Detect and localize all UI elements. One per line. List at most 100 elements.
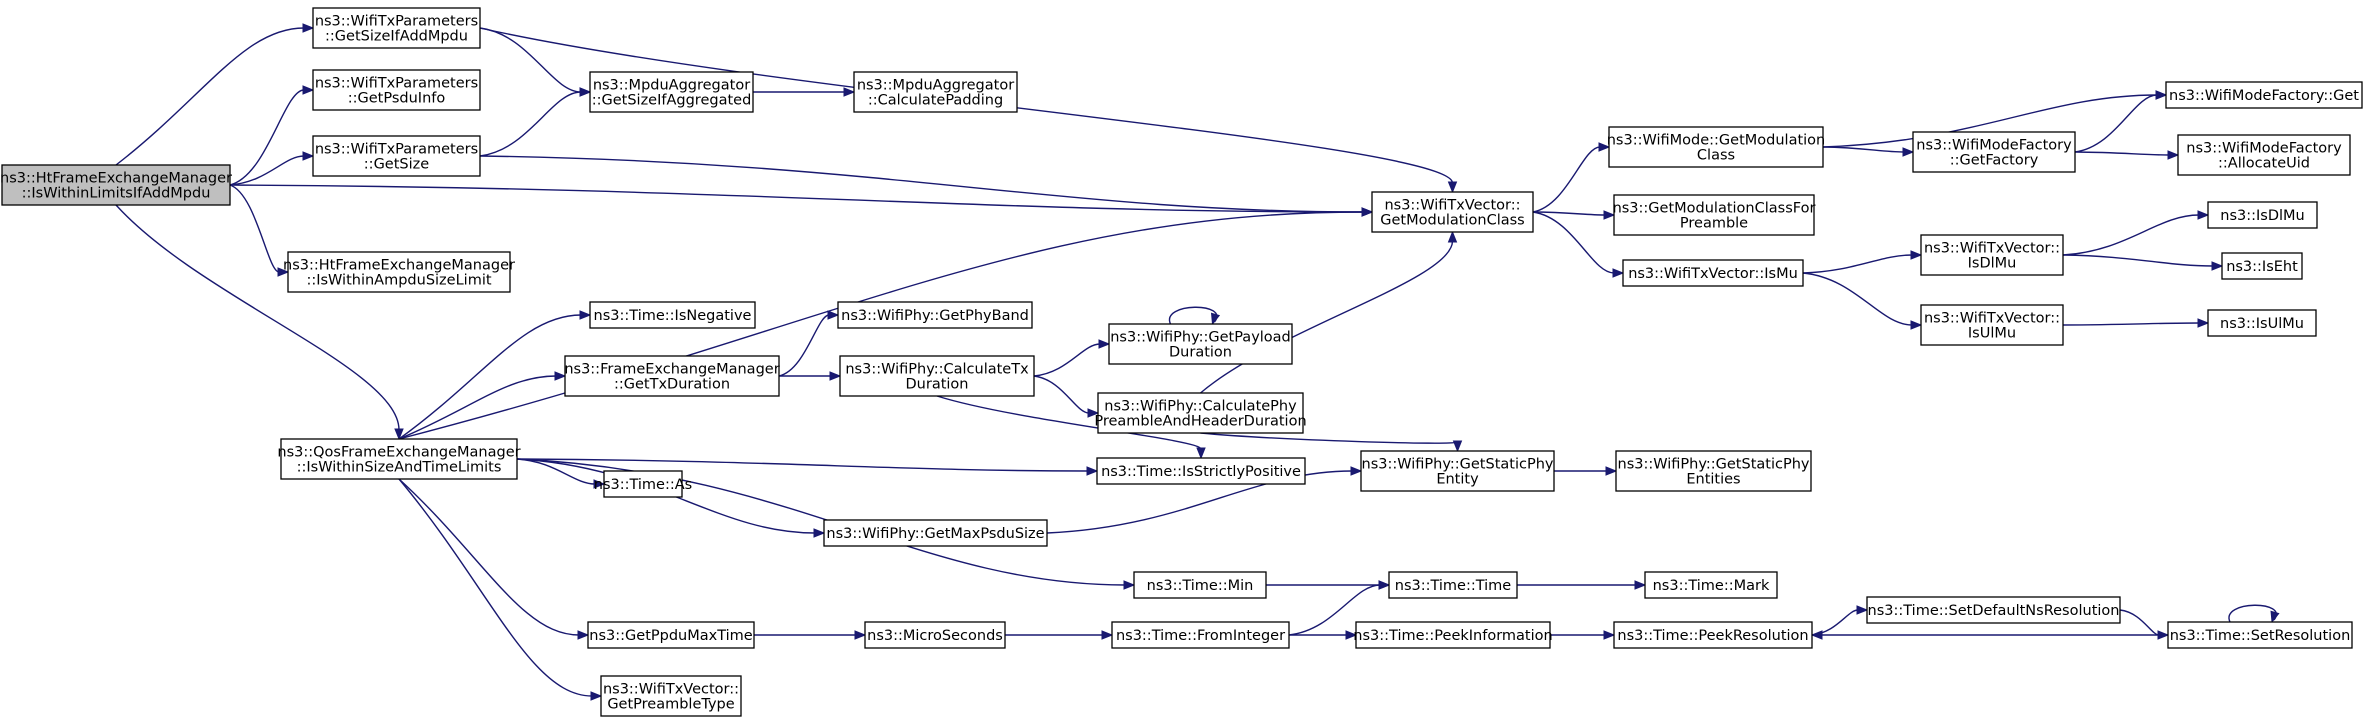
node-box [864,621,1006,649]
node-preamble[interactable]: ns3::WifiTxVector::GetPreambleType [600,675,742,717]
node-box [1912,131,2076,173]
node-label-line: ::IsWithinLimitsIfAddMpdu [22,186,211,202]
node-fromInt[interactable]: ns3::Time::FromInteger [1111,621,1290,649]
node-box [1355,621,1551,649]
node-label-line: ::GetSizeIfAggregated [592,93,752,109]
edge-pphyPpdu-to-microSec [754,630,867,640]
node-box [587,621,755,649]
node-label-line: ns3::WifiTxVector:: [603,682,739,698]
node-maxPsdu[interactable]: ns3::WifiPhy::GetMaxPsduSize [823,519,1048,547]
node-setRes[interactable]: ns3::Time::SetResolution [2167,621,2353,649]
node-label-line: Entities [1686,472,1740,488]
edge-peekInfo-to-peekRes [1550,630,1616,640]
node-label-line: ns3::GetModulationClassFor [1613,201,1816,217]
node-timeNeg[interactable]: ns3::Time::IsNegative [589,301,756,329]
node-label-line: ::AllocateUid [2218,156,2310,172]
node-pphyPpdu[interactable]: ns3::GetPpduMaxTime [587,621,755,649]
node-label-line: ns3::Time::PeekResolution [1617,628,1808,644]
node-txIsUlMu[interactable]: ns3::WifiTxVector::IsUlMu [1920,304,2064,346]
node-box [312,69,481,111]
node-timeMark[interactable]: ns3::Time::Mark [1644,571,1778,599]
node-box [2177,134,2351,176]
edge-factory-to-allocUid [2074,150,2180,160]
node-isDlMu[interactable]: ns3::IsDlMu [2207,201,2318,229]
node-label-line: ns3::QosFrameExchangeManager [277,445,520,461]
node-fxmTxDur[interactable]: ns3::FrameExchangeManager::GetTxDuration [564,355,780,397]
node-box [2221,252,2303,280]
node-box [2167,621,2353,649]
node-txIsDlMu[interactable]: ns3::WifiTxVector::IsDlMu [1920,234,2064,276]
edge-root-to-qosLimits [115,204,404,441]
node-defNsRes[interactable]: ns3::Time::SetDefaultNsResolution [1866,596,2121,624]
edge-maxPsdu-to-staticPhy [1046,466,1363,534]
node-qosLimits[interactable]: ns3::QosFrameExchangeManager::IsWithinSi… [277,438,521,480]
node-label-line: ns3::Time::PeekInformation [1353,628,1552,644]
node-label-line: ns3::GetPpduMaxTime [589,628,752,644]
edge-timeMin-to-timeTime [1266,580,1391,590]
node-strictPos[interactable]: ns3::Time::IsStrictlyPositive [1096,457,1306,485]
node-label-line: ns3::Time::IsNegative [594,308,752,324]
node-isUlMu[interactable]: ns3::IsUlMu [2207,309,2317,337]
edge-setRes-to-peekRes [1810,630,2168,640]
node-label-line: ::IsWithinSizeAndTimeLimits [297,460,502,476]
node-label-line: ns3::IsDlMu [2220,208,2304,224]
node-timeAs[interactable]: ns3::Time::As [594,470,692,498]
node-mpduAggSize[interactable]: ns3::MpduAggregator::GetSizeIfAggregated [589,71,754,113]
node-peekRes[interactable]: ns3::Time::PeekResolution [1613,621,1813,649]
node-timeTime[interactable]: ns3::Time::Time [1388,571,1518,599]
edge-fromInt-to-peekInfo [1289,630,1358,640]
node-label-line: Duration [906,377,969,393]
node-box [823,519,1048,547]
edge-timeTime-to-timeMark [1517,580,1647,590]
node-box [603,470,683,498]
node-label-line: Entity [1436,472,1479,488]
node-label-line: ns3::Time::IsStrictlyPositive [1101,464,1301,480]
node-label-line: IsUlMu [1968,326,2016,342]
node-getSize[interactable]: ns3::WifiTxParameters::GetSize [312,135,481,177]
node-sizeIfAdd[interactable]: ns3::WifiTxParameters::GetSizeIfAddMpdu [312,7,481,49]
node-modeModCls[interactable]: ns3::WifiMode::GetModulationClass [1607,126,1826,168]
node-peekInfo[interactable]: ns3::Time::PeekInformation [1353,621,1553,649]
call-edges [115,23,2280,701]
node-phyBand[interactable]: ns3::WifiPhy::GetPhyBand [837,301,1033,329]
node-box [1360,450,1555,492]
node-label-line: ::GetPsduInfo [348,91,446,107]
node-box [564,355,780,397]
node-isEht[interactable]: ns3::IsEht [2221,252,2303,280]
node-box [280,438,518,480]
node-label-line: ns3::WifiPhy::GetPayload [1110,330,1291,346]
node-box [837,301,1033,329]
node-factory[interactable]: ns3::WifiModeFactory::GetFactory [1912,131,2076,173]
node-label-line: ::IsWithinAmpduSizeLimit [306,273,491,289]
node-factGet[interactable]: ns3::WifiModeFactory::Get [2165,81,2363,109]
node-isMu[interactable]: ns3::WifiTxVector::IsMu [1622,259,1804,287]
node-label-line: ns3::MpduAggregator [593,78,750,94]
node-label-line: ns3::WifiModeFactory [2186,141,2342,157]
node-allocUid[interactable]: ns3::WifiModeFactory::AllocateUid [2177,134,2351,176]
edge-modClass-to-isMu [1532,211,1625,278]
node-modClass[interactable]: ns3::WifiTxVector::GetModulationClass [1371,191,1534,233]
node-label-line: ns3::WifiPhy::GetMaxPsduSize [826,526,1044,542]
node-root: ns3::HtFrameExchangeManager::IsWithinLim… [0,164,232,206]
edge-calcPhyPre-to-staticPhy [1200,432,1463,453]
node-box [1920,234,2064,276]
edge-isMu-to-txIsUlMu [1802,272,1923,330]
edge-microSec-to-fromInt [1005,630,1114,640]
node-microSec[interactable]: ns3::MicroSeconds [864,621,1006,649]
node-psduInfo[interactable]: ns3::WifiTxParameters::GetPsduInfo [312,69,481,111]
edge-setRes-to-setRes [2228,604,2280,624]
node-calcPad[interactable]: ns3::MpduAggregator::CalculatePadding [853,71,1018,113]
node-box [1096,457,1306,485]
node-timeMin[interactable]: ns3::Time::Min [1133,571,1267,599]
node-box [1097,392,1304,434]
node-label-line: ns3::WifiModeFactory [1916,138,2072,154]
edge-root-to-psduInfo [229,85,315,186]
node-box [2207,201,2318,229]
node-ampduLimit[interactable]: ns3::HtFrameExchangeManager::IsWithinAmp… [283,251,515,293]
node-calcPhyPre[interactable]: ns3::WifiPhy::CalculatePhyPreambleAndHea… [1094,392,1307,434]
